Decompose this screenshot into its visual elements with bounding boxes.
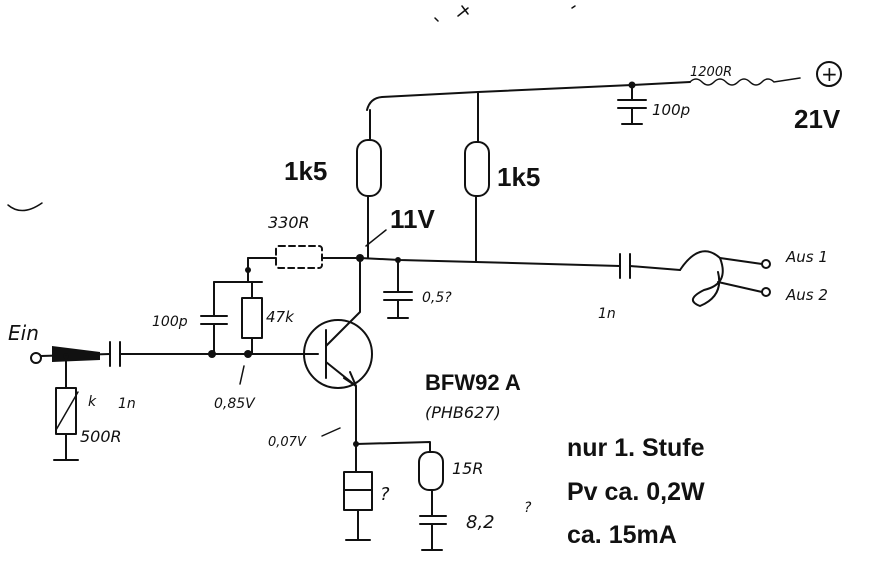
input-stage: Ein 1n k 500R (8, 321, 136, 461)
output-2-label: Aus 2 (785, 286, 828, 304)
output-1-label: Aus 1 (785, 248, 828, 266)
feedback-cap-label: 100p (152, 314, 188, 330)
base-line: 0,85V (129, 350, 319, 412)
feedback-series-resistor-label: 330R (268, 213, 310, 232)
input-coupling-cap-label: 1n (118, 396, 136, 412)
supply-series-resistor: 1200R (689, 65, 801, 86)
transistor-alt-type-label: (PHB627) (425, 403, 501, 422)
emitter-left-q-label: ? (380, 484, 390, 505)
emitter-resistor-label: 15R (452, 459, 483, 478)
base-voltage-label: 0,85V (214, 396, 256, 412)
supply-terminal: + 21V (794, 61, 842, 134)
supply-decoupling-cap-label: 100p (652, 101, 690, 119)
collector-resistor-left: 1k5 (284, 139, 382, 259)
note-power: Pv ca. 0,2W (567, 478, 705, 506)
feedback-resistor-label: 47k (266, 308, 295, 326)
collector-resistor-left-label: 1k5 (284, 156, 327, 186)
emitter-cap-label: 8,2 (466, 512, 495, 533)
input-label: Ein (8, 321, 39, 345)
feedback-series-resistor: 330R (247, 213, 361, 269)
supply-terminal-symbol: + (821, 62, 838, 86)
input-termination-label: 500R (80, 427, 122, 446)
output-stage: 1n Aus 1 Aus 2 (598, 248, 828, 322)
collector-resistor-right-label: 1k5 (497, 162, 540, 192)
collector-node: 11V (356, 204, 621, 267)
note-stage: nur 1. Stufe (567, 434, 705, 462)
notes: nur 1. Stufe Pv ca. 0,2W ca. 15mA (567, 434, 705, 549)
top-scribble (7, 5, 576, 212)
collector-cap-label: 0,5? (422, 290, 452, 306)
emitter-voltage-label: 0,07V (268, 435, 307, 450)
emitter-cap-q-label: ? (524, 500, 532, 516)
feedback-network: 100p 47k (152, 257, 295, 355)
collector-resistor-right: 1k5 (464, 141, 540, 263)
note-current: ca. 15mA (567, 521, 677, 549)
collector-cap: 0,5? (383, 257, 452, 319)
supply-decoupling-cap: 100p (617, 81, 690, 125)
collector-voltage-label: 11V (390, 204, 435, 234)
input-k-mark: k (88, 394, 97, 410)
supply-rail (366, 81, 691, 143)
supply-series-resistor-label: 1200R (690, 65, 732, 80)
output-coupling-cap-label: 1n (598, 306, 616, 322)
emitter-network: 0,07V ? 15R 8,2 ? (268, 419, 532, 551)
transistor: BFW92 A (PHB627) (303, 257, 521, 422)
transistor-type-label: BFW92 A (425, 370, 521, 395)
supply-voltage-label: 21V (794, 104, 841, 134)
